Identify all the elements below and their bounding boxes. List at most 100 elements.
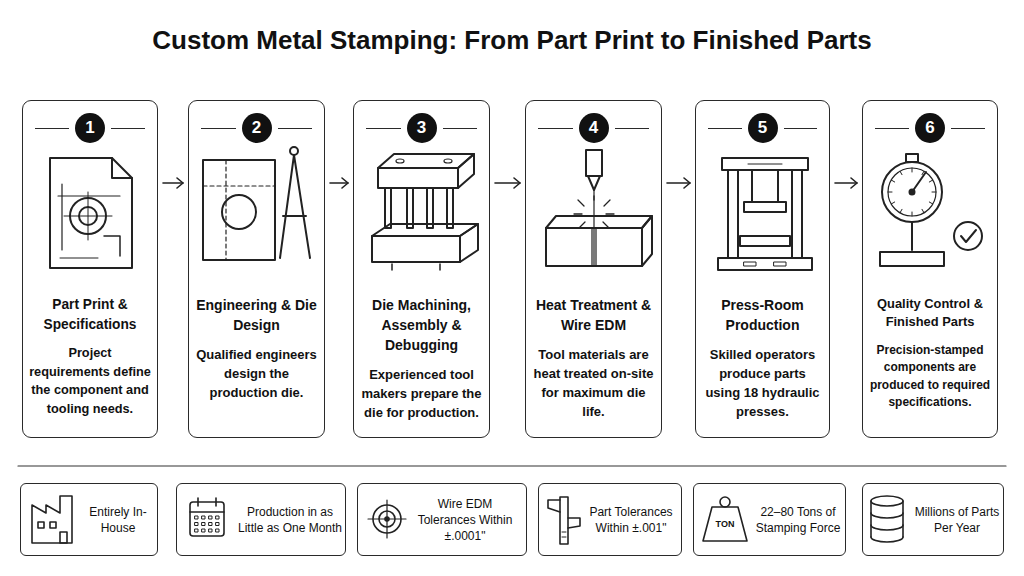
step-heading: Part Print & SpecificationsProject requi…: [29, 295, 151, 419]
die-set-icon-part: [392, 264, 440, 270]
hydraulic-press-icon-part: [744, 202, 786, 212]
hydraulic-press-icon-part: [728, 170, 738, 258]
flow-arrow: [667, 178, 690, 188]
process-step-box: 2Engineering & Die DesignQualified engin…: [188, 100, 325, 438]
feature-text: Entirely In-House: [85, 504, 151, 536]
feature-text-area: 22–80 Tons of Stamping Force: [754, 484, 842, 555]
feature-text-area: Entirely In-House: [85, 484, 151, 555]
die-set-icon-part: [385, 188, 391, 228]
separator-line: [18, 465, 1006, 466]
factory-icon-part: [32, 496, 72, 543]
step-number: 4: [579, 113, 609, 143]
factory-icon-part: [38, 522, 44, 528]
calendar-cell: [216, 516, 219, 519]
calendar-cell: [202, 516, 205, 519]
die-set-icon-part: [447, 188, 453, 228]
calendar-cell: [195, 516, 198, 519]
step-number: 3: [407, 113, 437, 143]
caliper-icon-part: [562, 532, 566, 537]
weight-icon-part: [703, 507, 747, 541]
divider-rule: [111, 128, 145, 129]
dial-tick: [912, 168, 913, 172]
wire-edm-icon-part: [546, 228, 642, 266]
die-set-icon-part: [396, 159, 404, 163]
dial-tick: [932, 192, 936, 193]
dial-tick: [929, 202, 932, 204]
feature-text: Production in as Little as One Month: [237, 504, 343, 536]
arrow-shaft: [667, 182, 690, 184]
wire-edm-icon-part: [642, 216, 652, 266]
feature-text-stack: Part Tolerances Within ±.001": [583, 504, 679, 536]
feature-text: Wire EDM Tolerances Within ±.0001": [408, 496, 522, 544]
die-set-icon-part: [372, 236, 460, 262]
document-icon-part: [50, 158, 132, 268]
step-heading: Engineering & Die DesignQualified engine…: [195, 295, 318, 402]
factory-icon-part: [60, 532, 67, 543]
dial-gauge-icon-part: [882, 162, 942, 222]
dial-tick: [888, 192, 892, 193]
arrow-head: [342, 178, 348, 188]
calendar-icon-part: [195, 516, 219, 532]
dial-tick: [912, 212, 913, 216]
die-set-icon-part: [444, 159, 452, 163]
dial-gauge-icon-part: [961, 230, 976, 242]
database-icon-part: [871, 513, 903, 542]
die-set-icon-part: [407, 188, 413, 228]
flow-arrow: [835, 178, 857, 188]
feature-box: Part Tolerances Within ±.001": [538, 483, 682, 556]
drawing-compass-icon-part: [290, 147, 298, 155]
dial-gauge-icon-part: [912, 172, 926, 192]
feature-box: Wire EDM Tolerances Within ±.0001": [357, 483, 527, 556]
step-description: Experienced tool makers prepare the die …: [360, 365, 483, 422]
step-number: 6: [915, 113, 945, 143]
flow-arrow: [330, 178, 348, 188]
wire-edm-icon-part: [592, 228, 596, 266]
step-heading: Heat Treatment & Wire EDMTool materials …: [532, 295, 655, 421]
hydraulic-press-icon-part: [722, 158, 808, 170]
dial-tick: [891, 180, 894, 182]
feature-text-area: Millions of Parts Per Year: [913, 484, 1001, 555]
dial-gauge-icon-part: [888, 168, 936, 216]
arrow-shaft: [835, 182, 857, 184]
caliper-icon-part: [548, 500, 560, 512]
diagram-title: Custom Metal Stamping: From Part Print t…: [0, 22, 1024, 58]
step-description: Project requirements define the componen…: [29, 344, 151, 419]
document-icon: [50, 158, 132, 268]
dial-tick: [900, 209, 902, 212]
step-heading-text: Press-Room Production: [702, 295, 823, 335]
dial-gauge-icon-part: [888, 168, 936, 216]
process-step-box: 6Quality Control & Finished PartsPrecisi…: [862, 100, 998, 438]
hydraulic-press-icon-part: [792, 170, 802, 258]
die-set-icon-part: [460, 224, 478, 262]
step-heading-text: Quality Control & Finished Parts: [869, 295, 991, 332]
step-description: Tool materials are heat treated on-site …: [532, 345, 655, 421]
arrow-head: [684, 178, 690, 188]
step-number: 1: [75, 113, 105, 143]
hydraulic-press-icon: [718, 158, 812, 270]
calendar-cell: [195, 529, 198, 532]
feature-text-area: Wire EDM Tolerances Within ±.0001": [408, 484, 522, 555]
divider-rule: [538, 128, 573, 129]
feature-text-stack: Entirely In-House: [85, 504, 151, 536]
process-step-box: 5Press-Room ProductionSkilled operators …: [695, 100, 830, 438]
dial-gauge-icon-part: [910, 190, 915, 195]
step-heading-text: Engineering & Die Design: [195, 295, 318, 335]
die-set-icon-part: [427, 188, 433, 228]
die-set-icon-part: [378, 168, 458, 188]
drawing-compass-icon-part: [203, 160, 275, 260]
feature-text: Millions of Parts Per Year: [913, 504, 1001, 536]
step-heading: Quality Control & Finished PartsPrecisio…: [869, 295, 991, 412]
step-heading: Die Machining, Assembly & DebuggingExper…: [360, 295, 483, 422]
hydraulic-press-icon-part: [740, 236, 790, 246]
process-step-box: 4Heat Treatment & Wire EDMTool materials…: [525, 100, 662, 438]
feature-text: Part Tolerances Within ±.001": [583, 504, 679, 536]
wire-edm-icon-part: [586, 150, 602, 176]
database-icon-part: [871, 496, 903, 506]
die-set-icon-part: [458, 154, 474, 188]
dial-tick: [929, 180, 932, 182]
dial-gauge-icon-part: [954, 222, 982, 250]
feature-text-stack: 22–80 Tons of Stamping Force: [754, 504, 842, 536]
feature-text-stack: Wire EDM Tolerances Within ±.0001": [408, 496, 522, 544]
